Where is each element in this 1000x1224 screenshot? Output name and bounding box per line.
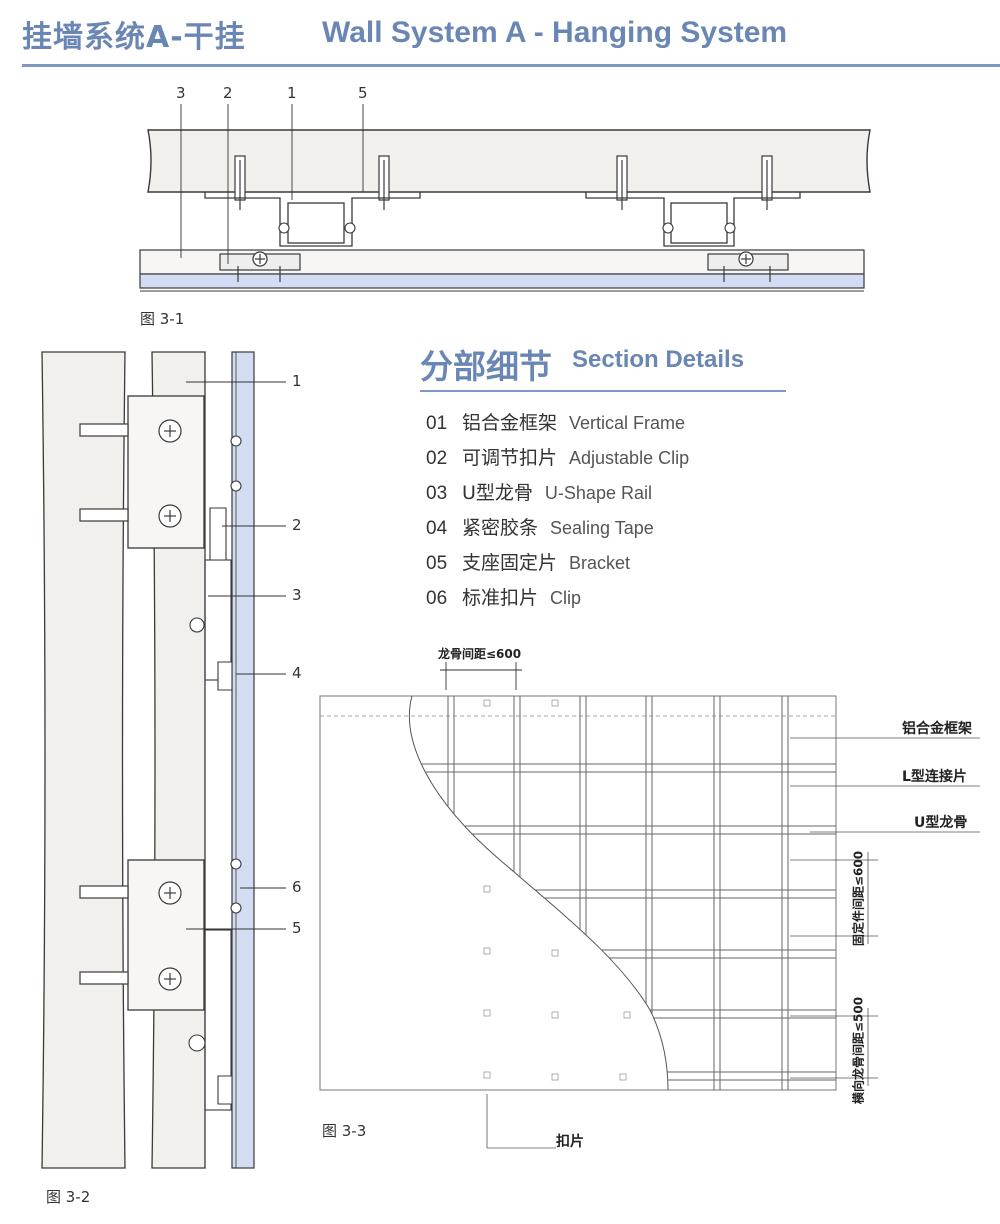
list-item: 06 标准扣片 Clip	[426, 583, 689, 618]
bracket-screws	[278, 222, 736, 234]
callout: 1	[292, 372, 302, 390]
callout: 1	[287, 84, 297, 102]
list-item: 03 U型龙骨 U-Shape Rail	[426, 478, 689, 513]
label-l-clip: L型连接片	[902, 769, 967, 785]
title-divider	[22, 64, 1000, 67]
callout: 4	[292, 664, 302, 682]
callout: 5	[292, 919, 302, 937]
label-clip: 扣片	[556, 1134, 584, 1150]
item-number: 04	[426, 518, 448, 539]
item-label-cn: U型龙骨	[462, 482, 533, 504]
page-title-en: Wall System A - Hanging System	[322, 16, 788, 49]
section-title-en: Section Details	[572, 346, 745, 373]
clip-screws	[237, 251, 771, 282]
callout: 2	[223, 84, 233, 102]
callout: 3	[292, 586, 302, 604]
item-number: 05	[426, 553, 448, 574]
section-title-cn: 分部细节	[420, 347, 552, 386]
item-label-en: Clip	[550, 588, 582, 608]
dimension-label-horizontal: 横向龙骨间距≤500	[851, 996, 866, 1105]
item-label-cn: 紧密胶条	[462, 517, 539, 539]
figure-3-1-caption: 图 3-1	[140, 310, 185, 328]
dimension-label-fixing: 固定件间距≤600	[851, 850, 866, 947]
wall-slab	[147, 129, 871, 193]
item-label-en: Adjustable Clip	[569, 448, 690, 468]
callout: 6	[292, 878, 302, 896]
item-number: 06	[426, 588, 448, 609]
panel-face	[139, 273, 865, 289]
list-item: 04 紧密胶条 Sealing Tape	[426, 513, 689, 548]
leader-lines-3-1	[180, 104, 364, 264]
item-number: 01	[426, 413, 448, 434]
list-item: 05 支座固定片 Bracket	[426, 548, 689, 583]
item-label-cn: 可调节扣片	[462, 447, 558, 469]
label-u-rail: U型龙骨	[914, 815, 968, 831]
brackets	[204, 192, 801, 247]
page-title-cn: 挂墙系统A-干挂	[22, 20, 246, 55]
item-label-cn: 支座固定片	[462, 552, 558, 574]
list-item: 02 可调节扣片 Adjustable Clip	[426, 443, 689, 478]
figure-3-2-caption: 图 3-2	[46, 1188, 91, 1206]
callout: 2	[292, 516, 302, 534]
label-frame: 铝合金框架	[902, 721, 972, 737]
list-item: 01 铝合金框架 Vertical Frame	[426, 408, 689, 443]
section-details-list: 01 铝合金框架 Vertical Frame 02 可调节扣片 Adjustable …	[426, 408, 689, 618]
figure-3-3-caption: 图 3-3	[322, 1122, 367, 1140]
clips	[219, 253, 789, 271]
callout: 3	[176, 84, 186, 102]
item-label-cn: 标准扣片	[462, 587, 539, 609]
anchor-bolts	[234, 155, 773, 210]
item-label-en: U-Shape Rail	[544, 483, 652, 503]
item-label-en: Vertical Frame	[569, 413, 686, 433]
item-label-en: Sealing Tape	[550, 518, 654, 538]
section-divider	[420, 390, 786, 392]
item-number: 02	[426, 448, 448, 469]
item-number: 03	[426, 483, 448, 504]
panel-board	[139, 249, 865, 275]
callout: 5	[358, 84, 368, 102]
dimension-label-top: 龙骨间距≤600	[438, 647, 522, 661]
item-label-en: Bracket	[569, 553, 631, 573]
item-label-cn: 铝合金框架	[462, 412, 558, 434]
